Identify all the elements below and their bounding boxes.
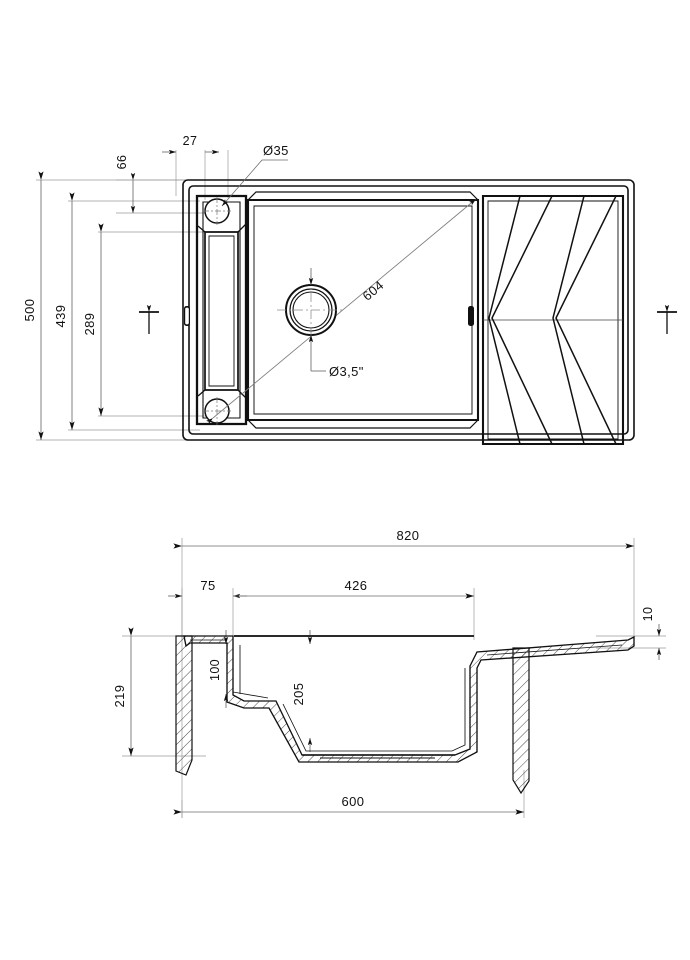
dia35in-label: Ø3,5": [329, 364, 364, 379]
dim-289-label: 289: [82, 313, 97, 336]
cabinet-wall-left: [175, 635, 193, 776]
dim-10-label: 10: [641, 607, 655, 622]
dim-500: 500: [22, 171, 44, 440]
dim-219-label: 219: [112, 685, 127, 708]
center-marker-left: [139, 304, 159, 334]
dia35-leader: Ø35: [221, 143, 289, 207]
dim-439-label: 439: [53, 305, 68, 328]
cabinet-wall-right: [512, 647, 530, 795]
dim-10: 10: [641, 607, 662, 660]
dim-66: 66: [115, 155, 136, 214]
dim-426: 426: [233, 578, 474, 599]
center-marker-right: [657, 304, 677, 334]
section-view: 820 75 426 219 100 205: [112, 528, 666, 818]
dim-439: 439: [53, 192, 75, 430]
dim-27: 27: [162, 134, 220, 155]
top-view: 500 439 289 66 27: [22, 134, 677, 446]
dim-100-label: 100: [208, 659, 222, 681]
drainboard: [481, 194, 625, 446]
dim-289: 289: [82, 223, 104, 416]
dia35in-dim: Ø3,5": [308, 268, 364, 379]
rim-notch-right: [468, 306, 474, 326]
dim-75-label: 75: [200, 578, 215, 593]
dim-219: 219: [112, 627, 134, 756]
drainboard-grooves: [488, 196, 617, 444]
sink-section-body: [183, 634, 635, 763]
dia35-label: Ø35: [263, 143, 289, 158]
drain-outlet: [277, 276, 345, 344]
dim-600-label: 600: [342, 794, 365, 809]
rim-notch-left: [184, 306, 190, 326]
dim-500-label: 500: [22, 299, 37, 322]
dim-820-label: 820: [397, 528, 420, 543]
dim-205-label: 205: [291, 683, 306, 706]
dim-820: 820: [173, 528, 634, 549]
dim-66-label: 66: [115, 155, 129, 170]
dim-426-label: 426: [345, 578, 368, 593]
dim-27-label: 27: [183, 134, 198, 148]
dim-600: 600: [173, 794, 524, 815]
